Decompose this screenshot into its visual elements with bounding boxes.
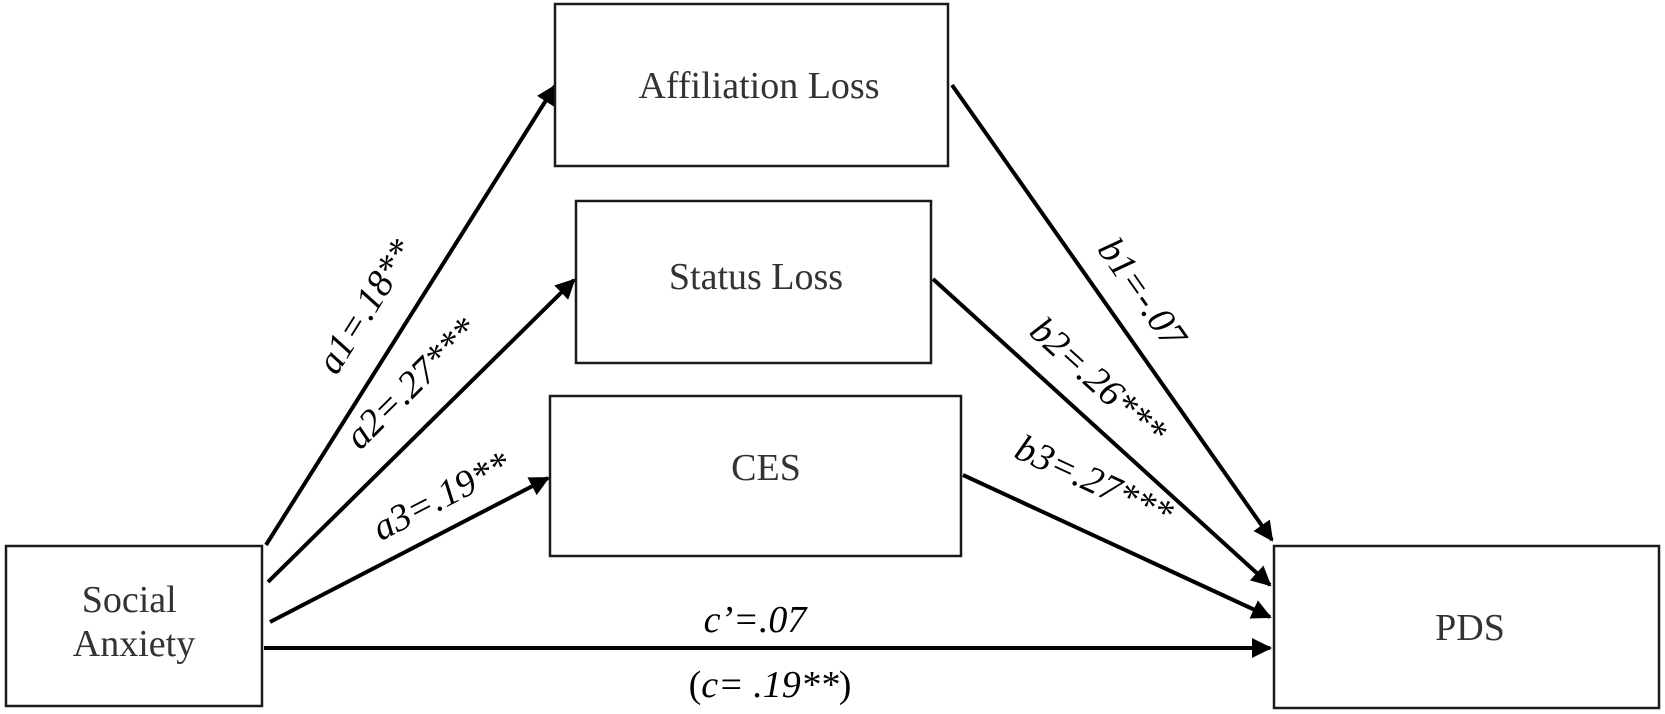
path-c-total-coefficient: (c= .19**) xyxy=(689,664,852,706)
path-c-prime-coefficient: c’=.07 xyxy=(704,599,809,641)
pds-label: PDS xyxy=(1435,607,1505,649)
path-b3-arrow xyxy=(962,473,1272,619)
pds-box xyxy=(1272,544,1661,710)
social-anxiety-box xyxy=(4,544,264,708)
path-a2-arrow xyxy=(266,278,576,584)
status-loss-label: Status Loss xyxy=(669,256,843,298)
ces-box xyxy=(548,394,963,558)
affiliation-loss-label: Affiliation Loss xyxy=(638,65,879,107)
affiliation-loss-box xyxy=(553,2,950,168)
path-a3-arrow xyxy=(269,476,550,624)
path-b1-coefficient: b1=-.07 xyxy=(1089,230,1196,357)
path-b2-arrow xyxy=(931,277,1272,587)
path-b1-arrow xyxy=(950,83,1274,542)
ces-label: CES xyxy=(731,447,801,489)
social-anxiety-label: Social Anxiety xyxy=(73,579,195,665)
path-a1-arrow xyxy=(264,84,557,547)
status-loss-box xyxy=(574,199,933,365)
